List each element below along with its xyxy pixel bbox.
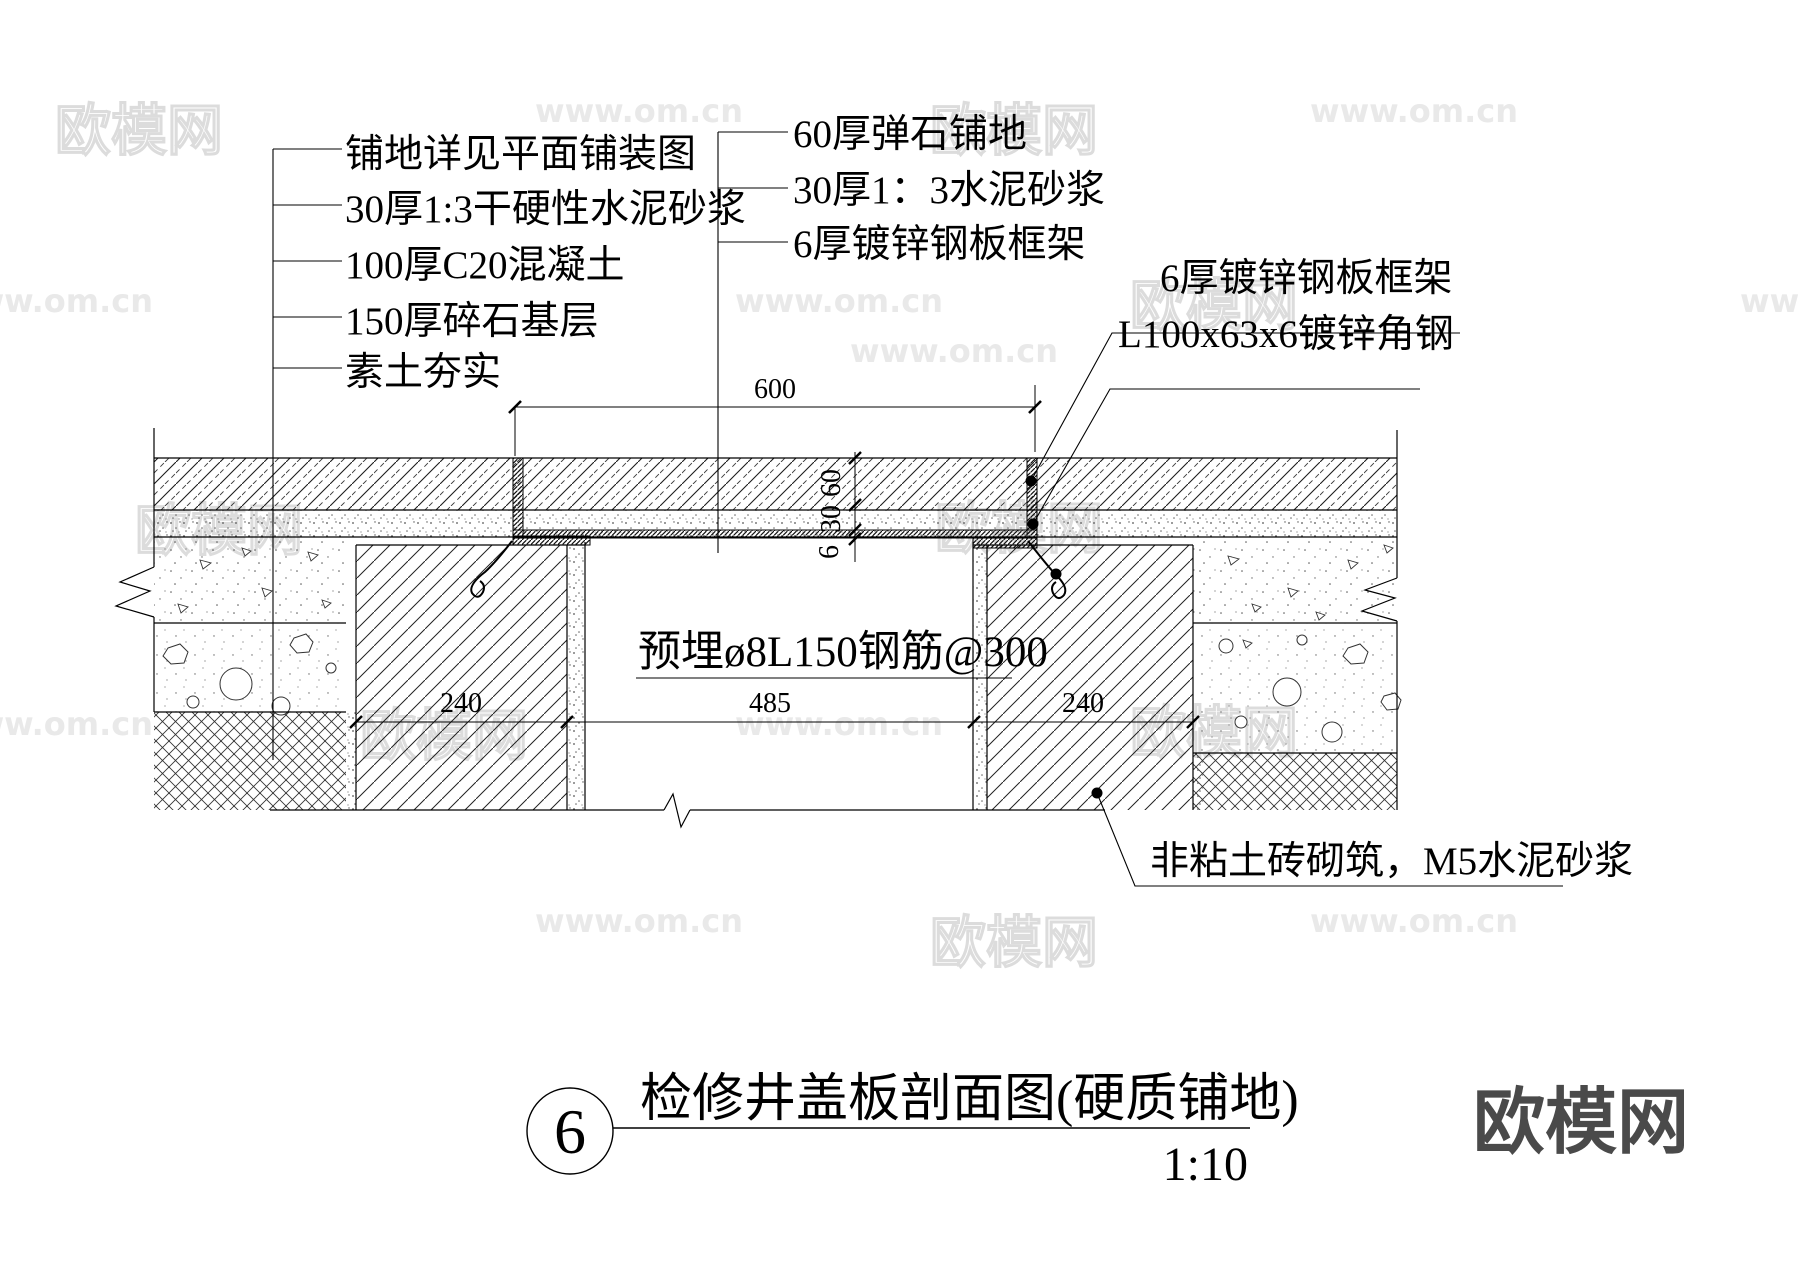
rebar-hook-left: [470, 540, 513, 598]
soil-layer-left: [154, 712, 346, 810]
dimension-600: [508, 385, 1042, 456]
dim-top-width: 600: [754, 374, 796, 405]
label-steel-plate-frame: 6厚镀锌钢板框架: [793, 223, 1086, 266]
angle-steel-right-leg: [972, 536, 1038, 549]
detail-number-bubble: [526, 1087, 614, 1175]
dim-opening: 485: [749, 688, 791, 719]
soil-layer-right: [1193, 753, 1397, 810]
watermark-url: www.om.cn: [1740, 282, 1800, 320]
detail-number: 6: [554, 1096, 586, 1167]
leader-dot-rebar: [1050, 568, 1062, 580]
leader-dots: [1025, 475, 1103, 799]
section-body: [154, 458, 1397, 810]
plaster-strip-right-inner: [973, 542, 987, 810]
site-logo: 欧模网: [1473, 1080, 1689, 1164]
watermark-url: www.om.cn: [0, 705, 153, 743]
watermark-url: www.om.cn: [735, 282, 943, 320]
dim-layer-6: 6: [814, 545, 845, 559]
gravel-stone-symbols: [162, 633, 1402, 743]
dim-layer-30: 30: [816, 505, 847, 533]
watermark-url: www.om.cn: [735, 705, 943, 743]
leader-dot-angle: [1027, 518, 1039, 530]
watermark-url: www.om.cn: [1310, 902, 1518, 940]
dimension-layers: [848, 451, 862, 562]
label-frame-right: 6厚镀锌钢板框架: [1160, 257, 1453, 300]
concrete-aggregate-symbols: [177, 544, 1394, 649]
label-stone-paving: 60厚弹石铺地: [793, 113, 1027, 156]
watermark-brand: 欧模网: [1130, 274, 1298, 339]
watermark-url: www.om.cn: [850, 332, 1058, 370]
label-masonry: 非粘土砖砌筑，M5水泥砂浆: [1150, 840, 1633, 883]
embedded-rebar-hooks: [470, 540, 1067, 599]
plaster-strip-left-inner: [567, 542, 585, 810]
label-dry-mortar: 30厚1:3干硬性水泥砂浆: [345, 188, 746, 231]
break-edges: [114, 428, 1398, 829]
watermark-url: www.om.cn: [535, 902, 743, 940]
watermark-url: www.om.cn: [535, 92, 743, 130]
label-compacted-soil: 素土夯实: [345, 351, 501, 394]
watermark-url: www.om.cn: [0, 282, 153, 320]
plaster-strip-left-outer: [346, 712, 356, 810]
label-embedded-rebar: 预埋ø8L150钢筋@300: [638, 629, 1048, 676]
gravel-layer-left: [154, 623, 346, 712]
leader-dot-masonry: [1091, 787, 1103, 799]
watermark-brand: 欧模网: [930, 911, 1098, 976]
leader-lines: [272, 131, 1563, 887]
layer-boundary-lines: [154, 457, 1397, 810]
drawing-scale: 1:10: [1163, 1138, 1248, 1191]
paving-layer-60: [154, 458, 1397, 510]
label-concrete: 100厚C20混凝土: [345, 244, 625, 287]
watermark-brand: 欧模网: [55, 99, 223, 164]
watermark-url: www.om.cn: [1310, 92, 1518, 130]
dim-right-wall: 240: [1062, 688, 1104, 719]
dim-left-wall: 240: [440, 688, 482, 719]
concrete-layer-right: [1193, 537, 1397, 623]
brick-wall-left: [356, 545, 567, 810]
steel-bottom-plate: [512, 529, 1038, 539]
brick-wall-right: [987, 545, 1193, 810]
watermark-brand: 欧模网: [930, 99, 1098, 164]
label-angle-steel: L100x63x6镀锌角钢: [1118, 313, 1454, 356]
annotations: 铺地详见平面铺装图 30厚1:3干硬性水泥砂浆 100厚C20混凝土 150厚碎…: [345, 113, 1633, 883]
label-cement-mortar: 30厚1：3水泥砂浆: [793, 169, 1105, 212]
steel-frame: [512, 457, 1038, 549]
label-gravel-base: 150厚碎石基层: [345, 300, 599, 343]
plaster-strip-right-outer: [1193, 753, 1203, 810]
leader-dot-frame: [1025, 475, 1037, 487]
drawing-title: 检修井盖板剖面图(硬质铺地): [640, 1071, 1299, 1128]
dim-layer-60: 60: [816, 469, 847, 497]
base-break-mark: [663, 792, 691, 829]
rebar-hook-right: [1027, 540, 1067, 599]
steel-frame-left-upright: [512, 457, 524, 539]
title-block: 6 检修井盖板剖面图(硬质铺地) 1:10: [526, 1071, 1299, 1191]
label-paving-note: 铺地详见平面铺装图: [345, 133, 696, 176]
dimension-bottom: [349, 715, 1200, 729]
